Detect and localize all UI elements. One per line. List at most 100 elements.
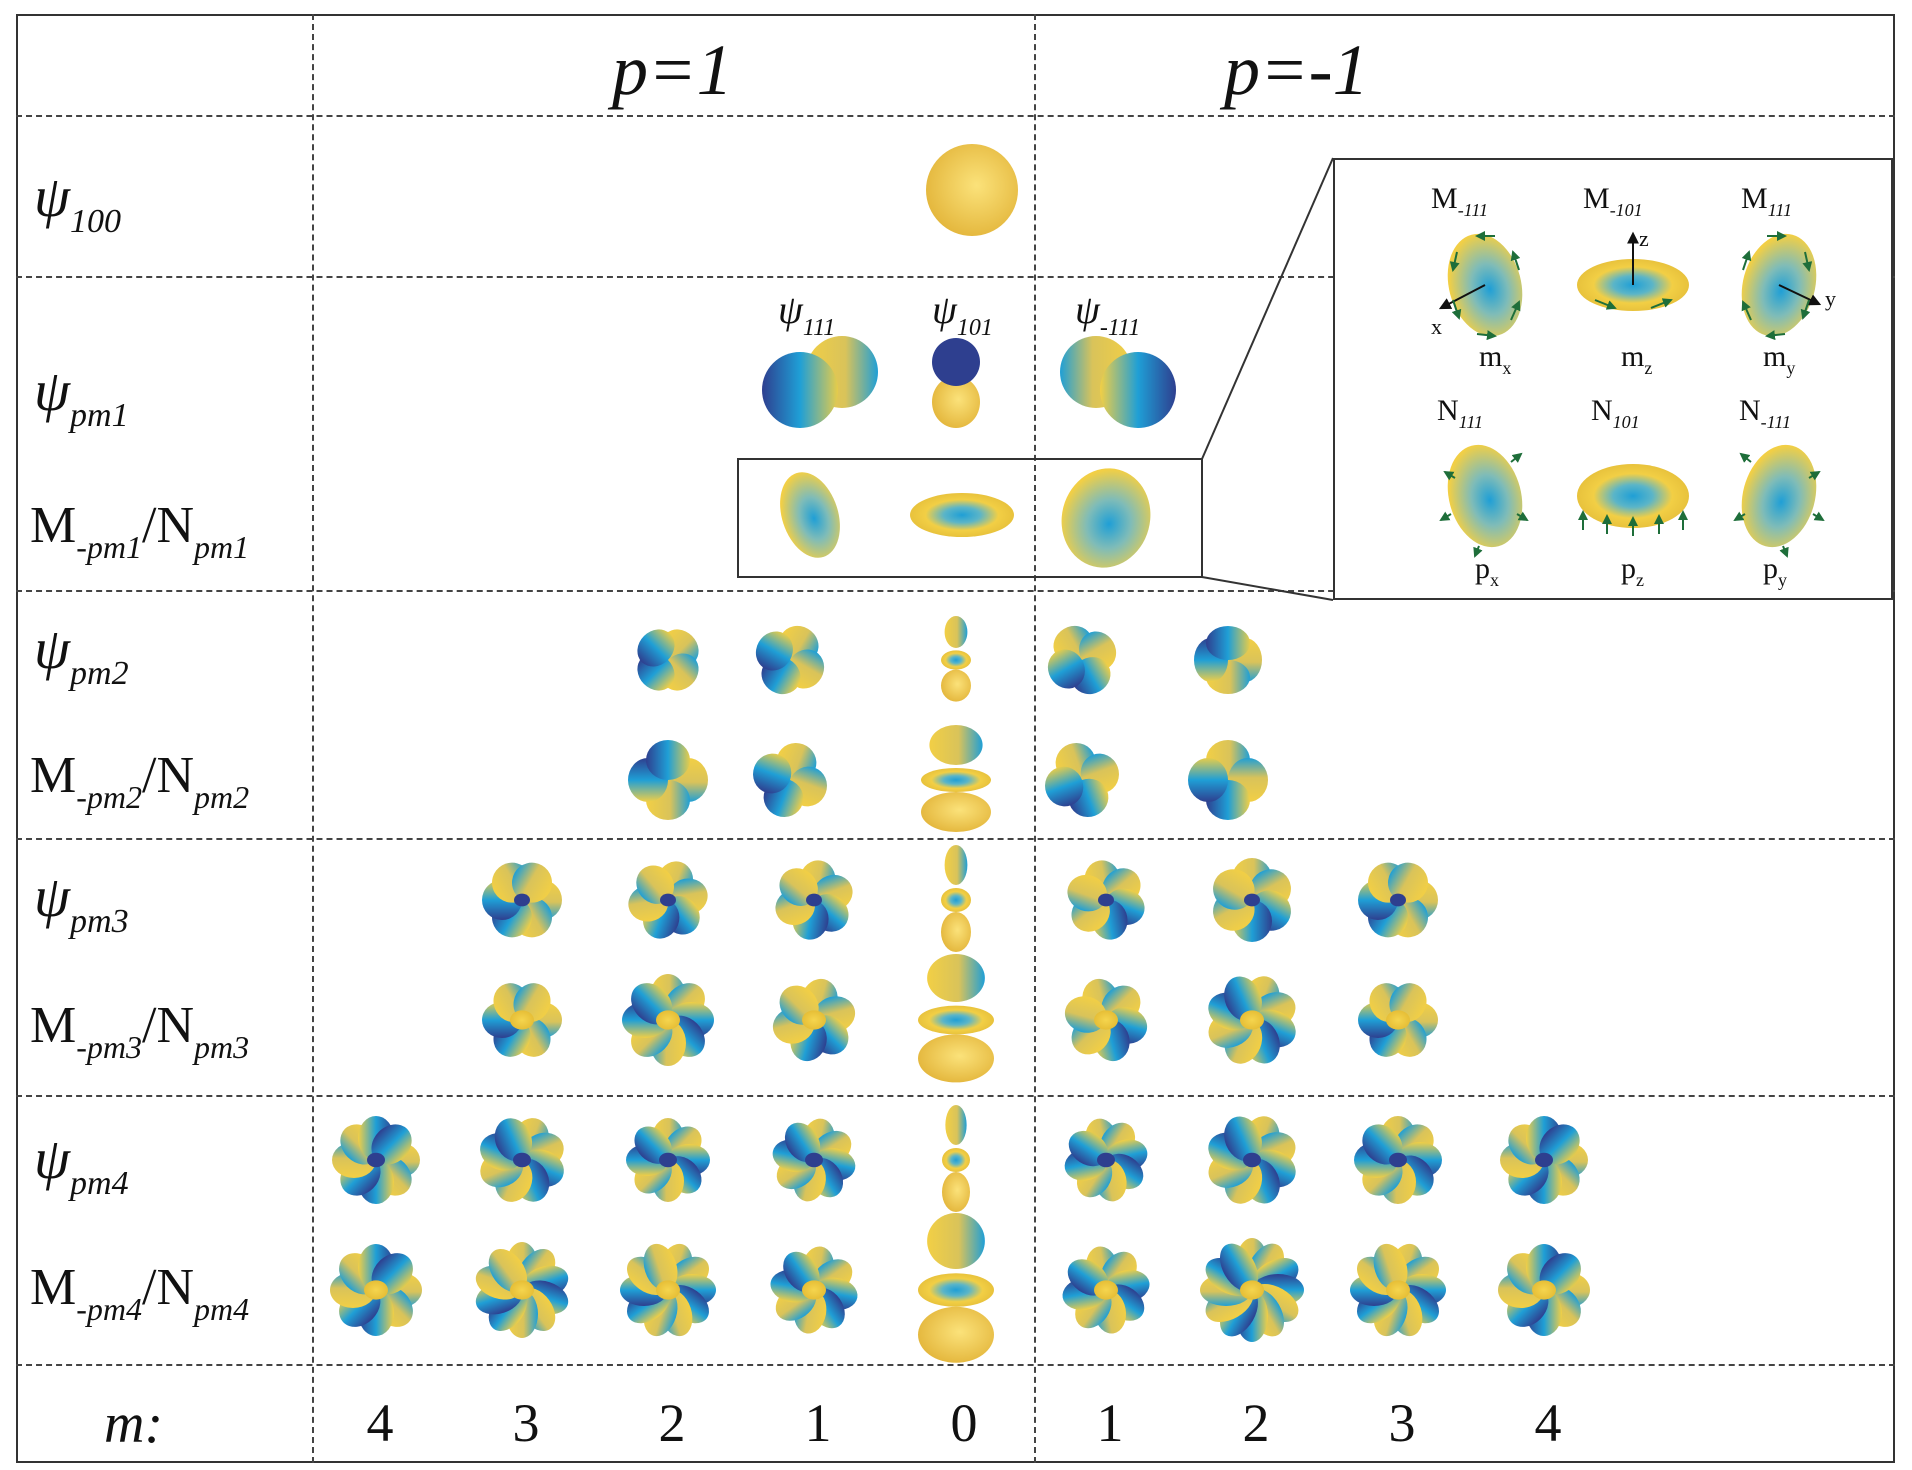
inset-orbital-pz bbox=[1577, 464, 1689, 528]
row-label-psi4: ψpm4 bbox=[34, 1126, 129, 1202]
highlight-box bbox=[737, 458, 1203, 578]
orbital-m111 bbox=[1061, 468, 1151, 568]
orbital-lobe-mn2 bbox=[753, 743, 827, 817]
axis-label-x: x bbox=[1431, 314, 1442, 339]
inset-label-my: my bbox=[1763, 340, 1796, 378]
orbital-lobe-psi4 bbox=[1354, 1116, 1442, 1204]
header-p-positive: p=1 bbox=[612, 30, 733, 110]
separator-row2 bbox=[16, 590, 1895, 592]
inset-label-n101: N101 bbox=[1591, 394, 1640, 432]
orbital-lobe-psi4 bbox=[1208, 1116, 1296, 1204]
orbital-stack-psi2 bbox=[941, 616, 971, 702]
orbital-lobe-psi3 bbox=[628, 861, 708, 939]
separator-p-sign bbox=[1034, 14, 1036, 1463]
m-value: 4 bbox=[366, 1393, 394, 1453]
m-row-label: m: bbox=[104, 1393, 164, 1455]
connector-line bbox=[1201, 576, 1334, 601]
orbital-label-psi-111: ψ-111 bbox=[1075, 287, 1141, 341]
inset-panel: x z y M-111 M-101 M111 mx mz my N111 N10… bbox=[1333, 158, 1893, 600]
orbital-lobe-mn2 bbox=[1045, 743, 1119, 817]
orbital-lobe-mn4 bbox=[770, 1246, 858, 1334]
inset-label-n111: N111 bbox=[1437, 394, 1483, 432]
orbital-lobe-mn4 bbox=[1200, 1238, 1304, 1342]
m-value: 3 bbox=[512, 1393, 540, 1453]
orbital-lobe-psi2 bbox=[1194, 626, 1262, 694]
orbital-lobe-psi2 bbox=[755, 625, 825, 695]
orbital-stack-psi3 bbox=[941, 845, 971, 952]
orbital-stack-mn2 bbox=[921, 725, 991, 832]
m-value: 2 bbox=[1242, 1393, 1270, 1453]
header-p-negative: p=-1 bbox=[1224, 30, 1369, 110]
orbital-lobe-psi3 bbox=[482, 862, 562, 938]
orbital-psi101 bbox=[932, 338, 980, 428]
connector-line bbox=[1201, 157, 1334, 460]
inset-orbital-px bbox=[1447, 444, 1523, 548]
axis-arrow-x bbox=[1438, 284, 1486, 310]
orbital-lobe-mn2 bbox=[1188, 740, 1268, 820]
inset-shapes bbox=[1438, 231, 1825, 558]
orbital-lobe-psi2 bbox=[1047, 625, 1117, 695]
orbital-stack-mn3 bbox=[918, 954, 994, 1083]
row-label-mn4: M-pm4/Npm4 bbox=[30, 1259, 250, 1327]
orbital-label-psi111: ψ111 bbox=[778, 287, 836, 341]
orbital-lobe-mn3 bbox=[622, 974, 714, 1066]
separator-row5 bbox=[16, 1364, 1895, 1366]
orbital-lobe-mn3 bbox=[1358, 983, 1438, 1057]
row-label-mn3: M-pm3/Npm3 bbox=[30, 997, 250, 1065]
row-label-psi3: ψpm3 bbox=[34, 864, 129, 940]
orbital-lobe-psi4 bbox=[480, 1118, 564, 1202]
m-value: 3 bbox=[1388, 1393, 1416, 1453]
orbital-lobe-mn4 bbox=[475, 1242, 569, 1338]
orbital-lobe-psi4 bbox=[1500, 1116, 1588, 1204]
orbital-lobe-mn3 bbox=[482, 983, 562, 1057]
orbital-m-111 bbox=[780, 472, 840, 558]
orbital-lobe-mn4 bbox=[620, 1243, 716, 1337]
orbital-lobe-mn4 bbox=[1350, 1243, 1446, 1337]
inset-label-m-111: M-111 bbox=[1431, 182, 1489, 220]
row-label-psi2: ψpm2 bbox=[34, 616, 129, 692]
outer-frame bbox=[16, 14, 1895, 1463]
axis-arrow-y bbox=[1778, 284, 1822, 306]
orbital-m-101 bbox=[910, 493, 1014, 537]
m-value: 0 bbox=[950, 1393, 978, 1453]
m-value: 1 bbox=[1096, 1393, 1124, 1453]
row-label-mn2: M-pm2/Npm2 bbox=[30, 747, 250, 815]
inset-label-m-101: M-101 bbox=[1583, 182, 1643, 220]
separator-row1 bbox=[16, 276, 1895, 278]
orbital-label-psi101: ψ101 bbox=[932, 287, 993, 341]
axis-label-y: y bbox=[1825, 286, 1836, 311]
orbital-stack-mn4 bbox=[918, 1213, 994, 1363]
inset-orbital-py bbox=[1741, 444, 1817, 548]
separator-label-column bbox=[312, 14, 314, 1463]
orbital-lobe-psi3 bbox=[1213, 858, 1291, 942]
separator-row3 bbox=[16, 838, 1895, 840]
orbital-lobe-mn3 bbox=[1208, 976, 1296, 1064]
orbital-lobe-mn4 bbox=[1498, 1244, 1590, 1336]
orbital-lobe-psi3 bbox=[1358, 862, 1438, 938]
inset-label-pz: pz bbox=[1621, 552, 1644, 590]
m-value: 1 bbox=[804, 1393, 832, 1453]
orbital-lobe-mn3 bbox=[772, 978, 856, 1062]
orbital-lobe-mn4 bbox=[1062, 1246, 1150, 1334]
orbital-lobe-psi3 bbox=[775, 860, 853, 940]
orbital-lobe-mn4 bbox=[330, 1244, 422, 1336]
orbital-lobe-psi4 bbox=[772, 1118, 856, 1202]
orbital-psi111 bbox=[762, 336, 878, 428]
row-label-psi1: ψpm1 bbox=[34, 358, 129, 434]
inset-label-mz: mz bbox=[1621, 340, 1653, 378]
inset-label-py: py bbox=[1763, 552, 1787, 590]
axis-label-z: z bbox=[1639, 226, 1649, 251]
m-value: 2 bbox=[658, 1393, 686, 1453]
separator-header bbox=[16, 115, 1895, 117]
orbital-lobe-psi4 bbox=[332, 1116, 420, 1204]
orbital-sphere bbox=[926, 144, 1018, 236]
inset-label-m111: M111 bbox=[1741, 182, 1793, 220]
orbital-lobe-mn2 bbox=[628, 740, 708, 820]
orbital-lobe-psi4 bbox=[1064, 1118, 1148, 1202]
orbital-lobe-psi2 bbox=[637, 629, 699, 691]
orbital-stack-psi4 bbox=[942, 1105, 970, 1212]
separator-row4 bbox=[16, 1095, 1895, 1097]
m-value: 4 bbox=[1534, 1393, 1562, 1453]
